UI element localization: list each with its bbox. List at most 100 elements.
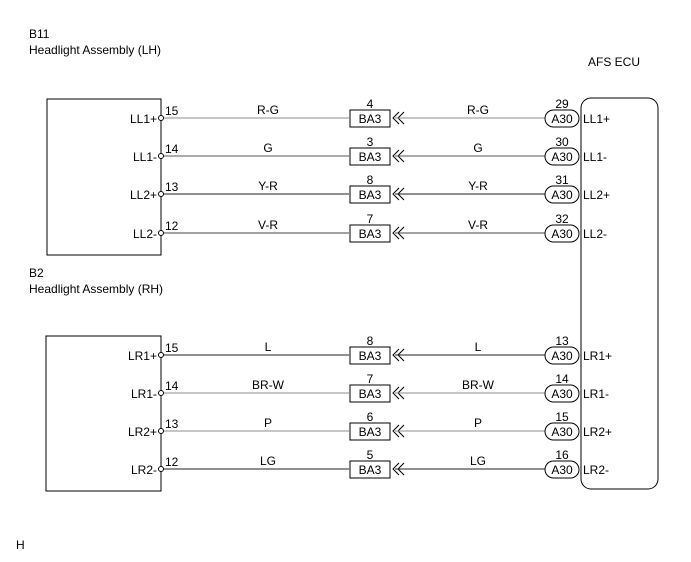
- ecu-connector-label: A30: [551, 387, 573, 401]
- footer-mark: H: [16, 538, 25, 552]
- ecu-pin-number: 29: [555, 97, 569, 111]
- ecu-name: AFS ECU: [588, 55, 640, 69]
- wire-color-right: LG: [470, 454, 486, 468]
- pin-number: 15: [165, 341, 179, 355]
- wire-color-right: L: [475, 340, 482, 354]
- junction-label: BA3: [359, 227, 382, 241]
- ecu-connector-label: A30: [551, 425, 573, 439]
- ecu-pin-number: 16: [555, 448, 569, 462]
- ecu-connector-label: A30: [551, 188, 573, 202]
- ecu-connector-pill: [544, 147, 580, 166]
- junction-pin: 7: [367, 212, 374, 226]
- junction-label: BA3: [359, 112, 382, 126]
- ecu-connector-pill: [544, 224, 580, 243]
- terminal-point: [158, 390, 164, 396]
- pin-number: 12: [165, 455, 179, 469]
- junction-pin: 3: [367, 135, 374, 149]
- junction-pin: 8: [367, 173, 374, 187]
- ecu-pin-number: 30: [555, 135, 569, 149]
- junction-connector-box: [349, 147, 391, 166]
- ecu-terminal-label: LL1+: [583, 112, 610, 126]
- junction-pin: 6: [367, 410, 374, 424]
- ecu-terminal-label: LR2-: [583, 463, 609, 477]
- junction-pin: 5: [367, 448, 374, 462]
- ecu-connector-label: A30: [551, 227, 573, 241]
- ecu-pin-number: 15: [555, 410, 569, 424]
- terminal-point: [158, 191, 164, 197]
- lh-component-code: B11: [29, 27, 50, 41]
- ecu-connector-pill: [544, 109, 580, 128]
- junction-connector-box: [349, 109, 391, 128]
- lh-headlight-box: [46, 98, 162, 256]
- ecu-pin-number: 32: [555, 212, 569, 226]
- ecu-pin-number: 14: [555, 372, 569, 386]
- terminal-point: [158, 115, 164, 121]
- pin-number: 15: [165, 104, 179, 118]
- ecu-terminal-label: LR1-: [583, 387, 609, 401]
- ecu-pin-number: 31: [555, 173, 569, 187]
- wire-color-left: R-G: [257, 103, 279, 117]
- terminal-label: LL1+: [130, 112, 157, 126]
- wire-color-left: V-R: [258, 218, 278, 232]
- junction-pin: 4: [367, 97, 374, 111]
- wire-color-right: G: [473, 141, 482, 155]
- pin-number: 13: [165, 417, 179, 431]
- wire-color-right: P: [474, 416, 482, 430]
- junction-connector-box: [349, 346, 391, 365]
- terminal-point: [158, 153, 164, 159]
- wire-color-left: G: [263, 141, 272, 155]
- junction-connector-box: [349, 185, 391, 204]
- junction-pin: 7: [367, 372, 374, 386]
- rh-headlight-box: [45, 335, 162, 492]
- pin-number: 14: [165, 142, 179, 156]
- terminal-label: LR2-: [131, 463, 157, 477]
- ecu-terminal-label: LR2+: [583, 425, 612, 439]
- terminal-label: LL1-: [133, 150, 157, 164]
- junction-label: BA3: [359, 188, 382, 202]
- terminal-label: LL2-: [133, 227, 157, 241]
- rh-component-name: Headlight Assembly (RH): [29, 282, 163, 296]
- junction-label: BA3: [359, 349, 382, 363]
- ecu-terminal-label: LL2+: [583, 188, 610, 202]
- ecu-connector-label: A30: [551, 112, 573, 126]
- junction-label: BA3: [359, 150, 382, 164]
- ecu-connector-pill: [544, 384, 580, 403]
- terminal-point: [158, 230, 164, 236]
- wire-color-left: BR-W: [252, 378, 285, 392]
- terminal-point: [158, 466, 164, 472]
- wire-color-right: Y-R: [468, 179, 488, 193]
- pin-number: 13: [165, 180, 179, 194]
- junction-label: BA3: [359, 387, 382, 401]
- rh-component-code: B2: [29, 266, 44, 280]
- ecu-connector-pill: [544, 346, 580, 365]
- wire-color-left: Y-R: [258, 179, 278, 193]
- terminal-label: LR1+: [128, 349, 157, 363]
- pin-number: 14: [165, 379, 179, 393]
- wire-color-right: BR-W: [462, 378, 495, 392]
- junction-connector-box: [349, 460, 391, 479]
- terminal-point: [158, 352, 164, 358]
- ecu-terminal-label: LR1+: [583, 349, 612, 363]
- wire-color-left: L: [265, 340, 272, 354]
- junction-connector-box: [349, 384, 391, 403]
- terminal-label: LL2+: [130, 188, 157, 202]
- terminal-point: [158, 428, 164, 434]
- terminal-label: LR2+: [128, 425, 157, 439]
- ecu-terminal-label: LL1-: [583, 150, 607, 164]
- wire-color-left: LG: [260, 454, 276, 468]
- wire-color-right: R-G: [467, 103, 489, 117]
- ecu-connector-label: A30: [551, 349, 573, 363]
- ecu-connector-pill: [544, 460, 580, 479]
- ecu-connector-label: A30: [551, 150, 573, 164]
- wire-color-left: P: [264, 416, 272, 430]
- pin-number: 12: [165, 219, 179, 233]
- wire-color-right: V-R: [468, 218, 488, 232]
